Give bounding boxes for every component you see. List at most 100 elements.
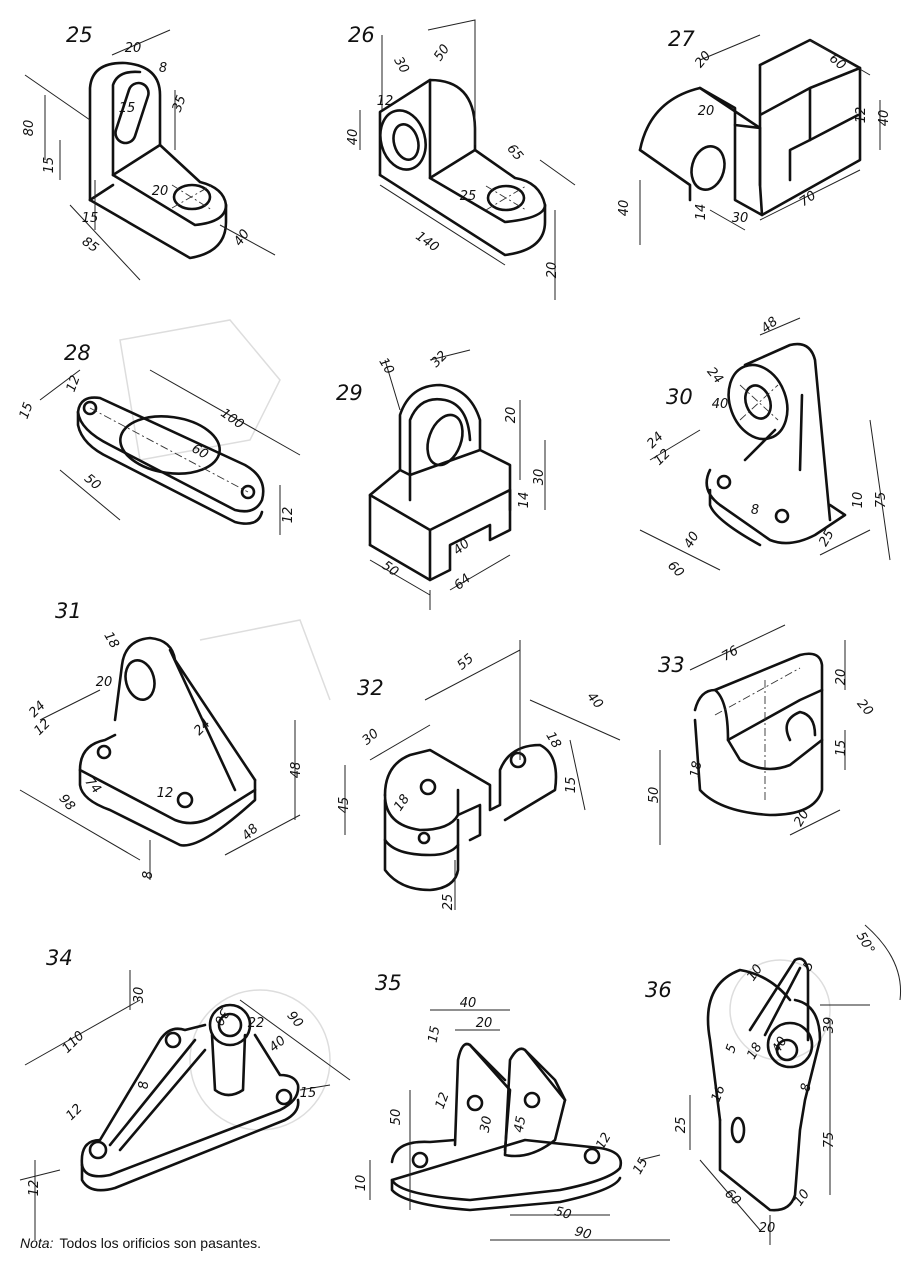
dimension-label: 48: [289, 762, 304, 779]
dimension-label: 60: [721, 1186, 743, 1208]
dimension-label: 60: [664, 558, 686, 580]
dimension-label: 10: [375, 355, 396, 377]
dimension-label: 70: [797, 188, 819, 210]
dimension-label: 14: [517, 492, 532, 509]
dimension-label: 12: [63, 1101, 85, 1123]
dimension-label: 10: [354, 1175, 369, 1192]
figure-29-drawing: [368, 349, 546, 610]
dimension-label: 45: [337, 797, 352, 814]
dimension-label: 25: [816, 527, 837, 549]
figure-number-29: 29: [336, 381, 363, 405]
dimension-label: 20: [692, 49, 714, 71]
dimension-label: 12: [27, 1180, 42, 1197]
figure-32-drawing: [344, 640, 621, 910]
dimension-label: 20: [96, 675, 113, 690]
dimension-label: 30: [732, 211, 749, 226]
dimension-label: 12: [433, 1090, 453, 1111]
dimension-label: 40: [617, 200, 632, 217]
dimension-label: 39: [822, 1017, 837, 1034]
dimension-label: 98: [56, 792, 78, 814]
figure-number-32: 32: [357, 676, 384, 700]
dimension-label: 90: [284, 1009, 306, 1031]
dimension-label: 48: [759, 314, 781, 336]
dimension-label: 40: [877, 110, 892, 127]
dimension-label: 18: [100, 629, 121, 651]
dimension-label: 15: [834, 740, 849, 757]
figure-34-drawing: [19, 970, 351, 1240]
note-text: Todos los orificios son pasantes.: [59, 1235, 262, 1251]
figure-number-36: 36: [645, 978, 672, 1002]
figure-number-27: 27: [668, 27, 695, 51]
dimension-label: 20: [545, 262, 560, 279]
figure-27-drawing: [638, 34, 881, 245]
dimension-label: 40: [681, 529, 702, 551]
dimension-label: 30: [478, 1115, 496, 1134]
dimension-label: 8: [798, 1082, 814, 1093]
dimension-label: 8: [751, 503, 759, 518]
dimension-label: 20: [854, 697, 876, 719]
dimension-label: 12: [593, 1130, 614, 1152]
figure-25-drawing: [24, 29, 276, 281]
figure-number-33: 33: [658, 653, 685, 677]
sheet-note: Nota: Todos los orificios son pasantes.: [20, 1235, 261, 1251]
dimension-label: 20: [791, 807, 812, 829]
dimension-label: 64: [452, 571, 474, 593]
dimension-label: 18: [542, 729, 563, 751]
dimension-label: 30: [360, 726, 382, 748]
dimension-label: 40: [451, 536, 473, 558]
figure-26-drawing: [359, 19, 576, 300]
dimension-label: 15: [630, 1155, 651, 1177]
dimension-label: 12: [64, 373, 84, 394]
dimension-label: 48: [239, 821, 261, 843]
dimension-label: 15: [82, 211, 99, 226]
figure-number-28: 28: [64, 341, 91, 365]
dimension-label: 55: [455, 651, 477, 673]
dimension-label: 110: [59, 1028, 87, 1056]
figure-number-34: 34: [46, 946, 73, 970]
dimension-label: 20: [504, 407, 519, 424]
dimension-label: 15: [426, 1025, 444, 1044]
dimension-label: 14: [694, 204, 709, 221]
dimension-label: 5: [800, 959, 817, 974]
figure-number-35: 35: [375, 971, 402, 995]
dimension-label: 15: [564, 777, 579, 794]
dimension-label: 20: [125, 41, 142, 56]
dimension-label: 100: [218, 406, 247, 433]
dimension-label: 40: [584, 690, 606, 712]
dimension-label: 75: [822, 1132, 837, 1149]
dimension-label: 12: [157, 786, 174, 801]
figure-number-30: 30: [666, 385, 693, 409]
dimension-label: 50: [553, 1204, 573, 1223]
dimension-label: 18: [391, 792, 413, 814]
dimension-label: 10: [851, 492, 866, 509]
dimension-label: 12: [854, 107, 869, 124]
figure-number-25: 25: [66, 23, 93, 47]
dimension-label: 50: [431, 42, 453, 64]
dimension-label: 25: [460, 189, 477, 204]
dimension-label: 35: [170, 93, 190, 114]
figure-number-26: 26: [348, 23, 375, 47]
dimension-label: 5: [723, 1042, 740, 1055]
dimension-label: 60: [189, 441, 211, 462]
dimension-label: 90: [573, 1224, 593, 1243]
dimension-label: 18: [688, 760, 706, 779]
note-label: Nota:: [20, 1235, 54, 1251]
dimension-label: 50: [389, 1109, 404, 1126]
dimension-label: 8: [159, 61, 167, 76]
dimension-label: 20: [759, 1221, 776, 1236]
figure-33-drawing: [659, 624, 846, 845]
dimension-label: 30: [532, 469, 547, 486]
dimension-label: 12: [377, 94, 394, 109]
dimension-label: 60: [826, 51, 848, 73]
dimension-label: 30: [390, 54, 411, 76]
dimension-label: 22: [248, 1016, 265, 1031]
dimension-label: 85: [79, 234, 101, 256]
dimension-label: 75: [874, 492, 889, 509]
dimension-label: 65: [504, 142, 526, 164]
dimension-label: 18: [744, 1040, 765, 1062]
dimension-label: 30: [210, 1006, 231, 1028]
figure-35-drawing: [369, 1009, 670, 1241]
dimension-label: 80: [22, 120, 37, 137]
dimension-label: 20: [698, 104, 715, 119]
